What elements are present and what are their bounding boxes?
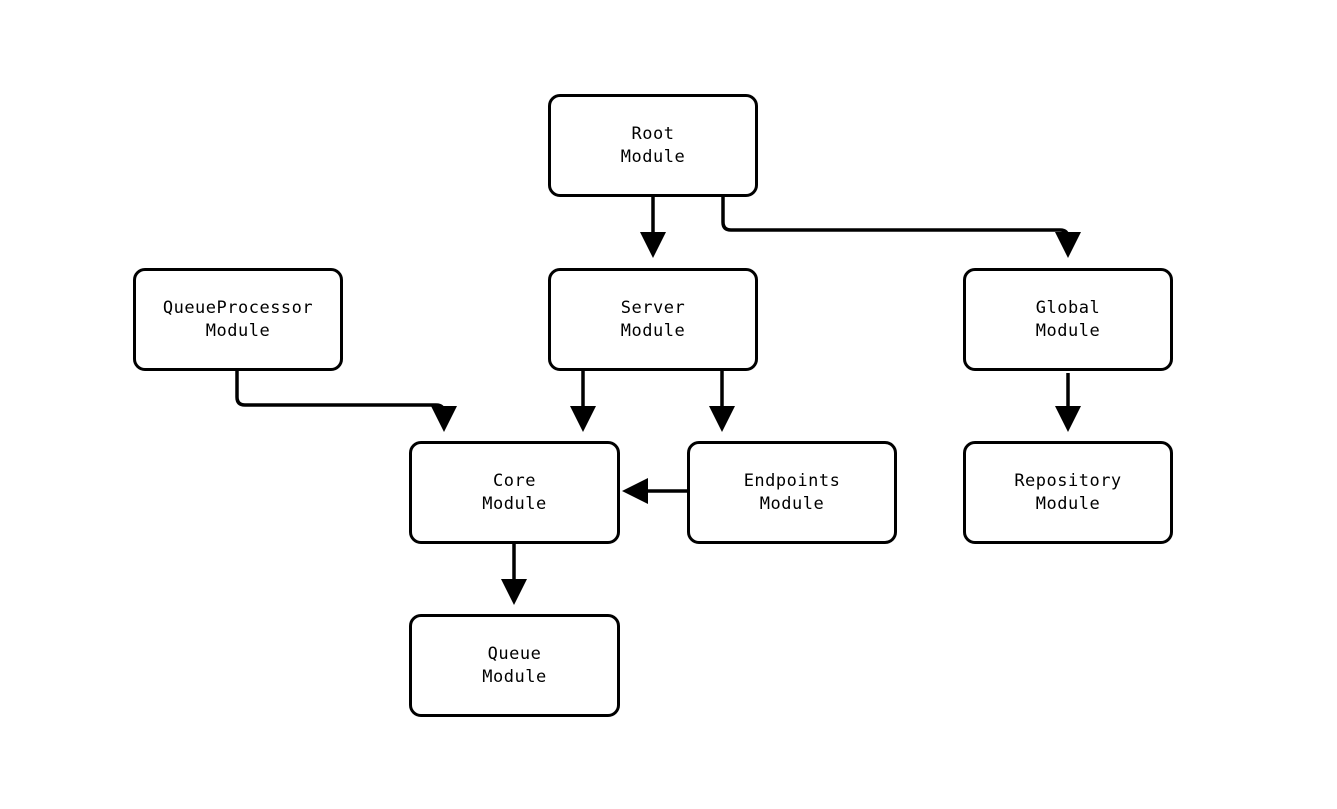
node-queueprocessor-module-suffix: Module	[205, 320, 271, 341]
node-queueprocessor-module[interactable]: QueueProcessor Module	[133, 268, 343, 371]
edge-server-to-endpoints	[709, 371, 735, 432]
edge-server-to-core	[570, 371, 596, 432]
node-queue-module[interactable]: Queue Module	[409, 614, 620, 717]
node-endpoints-module[interactable]: Endpoints Module	[687, 441, 897, 544]
node-server-module-name: Server	[620, 297, 686, 318]
node-repository-module-suffix: Module	[1035, 493, 1101, 514]
node-core-module-suffix: Module	[482, 493, 547, 514]
node-core-module[interactable]: Core Module	[409, 441, 620, 544]
edge-core-to-queue	[501, 544, 527, 605]
node-endpoints-module-suffix: Module	[759, 493, 825, 514]
edge-root-to-global	[721, 197, 1081, 258]
node-endpoints-module-name: Endpoints	[743, 470, 841, 491]
node-repository-module-name: Repository	[1014, 470, 1122, 491]
edge-queueprocessor-to-core	[235, 371, 457, 432]
node-root-module-name: Root	[631, 123, 675, 144]
node-queue-module-suffix: Module	[482, 666, 547, 687]
node-global-module-name: Global	[1035, 297, 1101, 318]
node-global-module[interactable]: Global Module	[963, 268, 1173, 371]
node-root-module-suffix: Module	[620, 146, 686, 167]
node-server-module[interactable]: Server Module	[548, 268, 758, 371]
node-repository-module[interactable]: Repository Module	[963, 441, 1173, 544]
node-queueprocessor-module-name: QueueProcessor	[162, 297, 314, 318]
edge-global-to-repository	[1055, 373, 1081, 432]
node-global-module-suffix: Module	[1035, 320, 1101, 341]
node-core-module-name: Core	[493, 470, 536, 491]
node-queue-module-name: Queue	[487, 643, 542, 664]
edge-root-to-server	[640, 197, 666, 258]
node-root-module[interactable]: Root Module	[548, 94, 758, 197]
edge-endpoints-to-core	[622, 478, 687, 504]
node-server-module-suffix: Module	[620, 320, 686, 341]
